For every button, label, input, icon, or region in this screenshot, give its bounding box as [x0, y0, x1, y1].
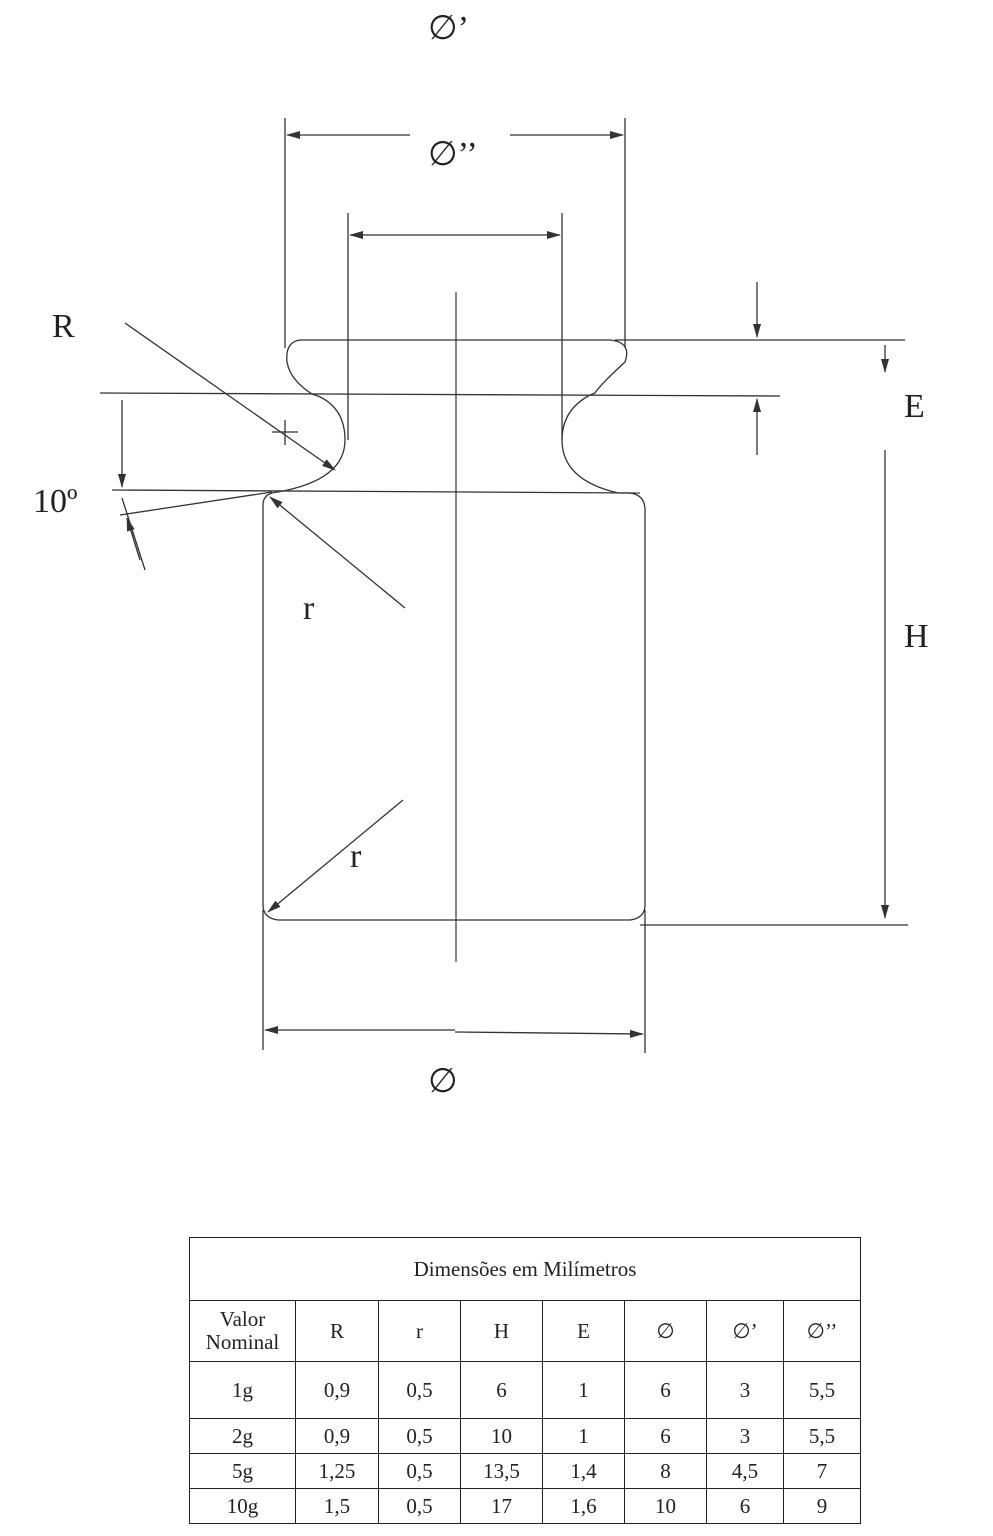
cell-nominal: 5g [189, 1453, 296, 1489]
dimensions-table: Dimensões em Milímetros Valor Nominal R … [188, 1237, 862, 1524]
angle-slope-line [119, 491, 273, 516]
leader-r-bottom [267, 799, 404, 913]
weight-technical-drawing [99, 118, 908, 1053]
header-r: r [378, 1300, 461, 1362]
table-row: 5g 1,25 0,5 13,5 1,4 8 4,5 7 [189, 1453, 862, 1489]
header-diameter-prime: ∅’ [706, 1300, 784, 1362]
cell-nominal: 2g [189, 1418, 296, 1454]
cell-H: 13,5 [460, 1453, 543, 1489]
cell-R: 0,9 [295, 1361, 379, 1419]
label-diameter-prime: ∅’ [428, 10, 469, 47]
cell-E: 1 [542, 1418, 625, 1454]
cell-r: 0,5 [378, 1488, 461, 1524]
cell-H: 10 [460, 1418, 543, 1454]
label-diameter: ∅ [428, 1063, 458, 1100]
cell-r: 0,5 [378, 1418, 461, 1454]
cell-E: 1,6 [542, 1488, 625, 1524]
cell-diameter: 10 [624, 1488, 707, 1524]
cell-E: 1,4 [542, 1453, 625, 1489]
leader-r-top [269, 496, 406, 609]
label-radius-r-top: r [303, 590, 315, 627]
cell-diameter: 6 [624, 1418, 707, 1454]
header-E: E [542, 1300, 625, 1362]
angle-ref-horizontal [111, 489, 641, 494]
angle-dim-arc [121, 497, 146, 571]
cell-nominal: 10g [189, 1488, 296, 1524]
label-dim-H: H [904, 618, 929, 655]
header-valor-line1: Valor [219, 1306, 266, 1331]
cell-diameter: 6 [624, 1361, 707, 1419]
table-title: Dimensões em Milímetros [188, 1237, 862, 1301]
header-H: H [460, 1300, 543, 1362]
cell-diameter-prime: 6 [706, 1488, 784, 1524]
cell-diameter-prime: 4,5 [706, 1453, 784, 1489]
header-diameter: ∅ [624, 1300, 707, 1362]
dim-arrow-base-right [454, 1029, 644, 1038]
leader-R [124, 322, 336, 471]
cell-diameter: 8 [624, 1453, 707, 1489]
angle-dim-arrow-lower [126, 517, 141, 561]
header-diameter-double-prime: ∅’’ [782, 1300, 862, 1362]
cell-r: 0,5 [378, 1361, 461, 1419]
cell-nominal: 1g [189, 1361, 296, 1419]
table-row: 1g 0,9 0,5 6 1 6 3 5,5 [189, 1361, 862, 1419]
cell-H: 6 [460, 1361, 543, 1419]
label-dim-E: E [904, 388, 925, 425]
cell-diameter-double-prime: 5,5 [782, 1418, 862, 1454]
cell-r: 0,5 [378, 1453, 461, 1489]
label-diameter-double-prime: ∅’’ [428, 136, 478, 173]
cell-diameter-prime: 3 [706, 1418, 784, 1454]
label-radius-r-bottom: r [350, 838, 362, 875]
cell-H: 17 [460, 1488, 543, 1524]
cell-R: 1,25 [295, 1453, 379, 1489]
label-radius-R: R [52, 308, 75, 345]
header-valor-nominal: Valor Nominal [189, 1300, 296, 1362]
cell-diameter-double-prime: 7 [782, 1453, 862, 1489]
header-valor-line2: Nominal [205, 1330, 280, 1354]
table-row: 2g 0,9 0,5 10 1 6 3 5,5 [189, 1418, 862, 1454]
cell-E: 1 [542, 1361, 625, 1419]
table-header-row: Valor Nominal R r H E ∅ ∅’ ∅’’ [189, 1300, 862, 1362]
cell-diameter-double-prime: 9 [782, 1488, 862, 1524]
cell-diameter-prime: 3 [706, 1361, 784, 1419]
header-R: R [295, 1300, 379, 1362]
weight-outline [262, 339, 646, 921]
ext-line-cap-bottom [99, 392, 781, 397]
cell-R: 0,9 [295, 1418, 379, 1454]
cell-diameter-double-prime: 5,5 [782, 1361, 862, 1419]
cell-R: 1,5 [295, 1488, 379, 1524]
table-row: 10g 1,5 0,5 17 1,6 10 6 9 [189, 1488, 862, 1524]
label-angle: 10º [33, 483, 78, 520]
